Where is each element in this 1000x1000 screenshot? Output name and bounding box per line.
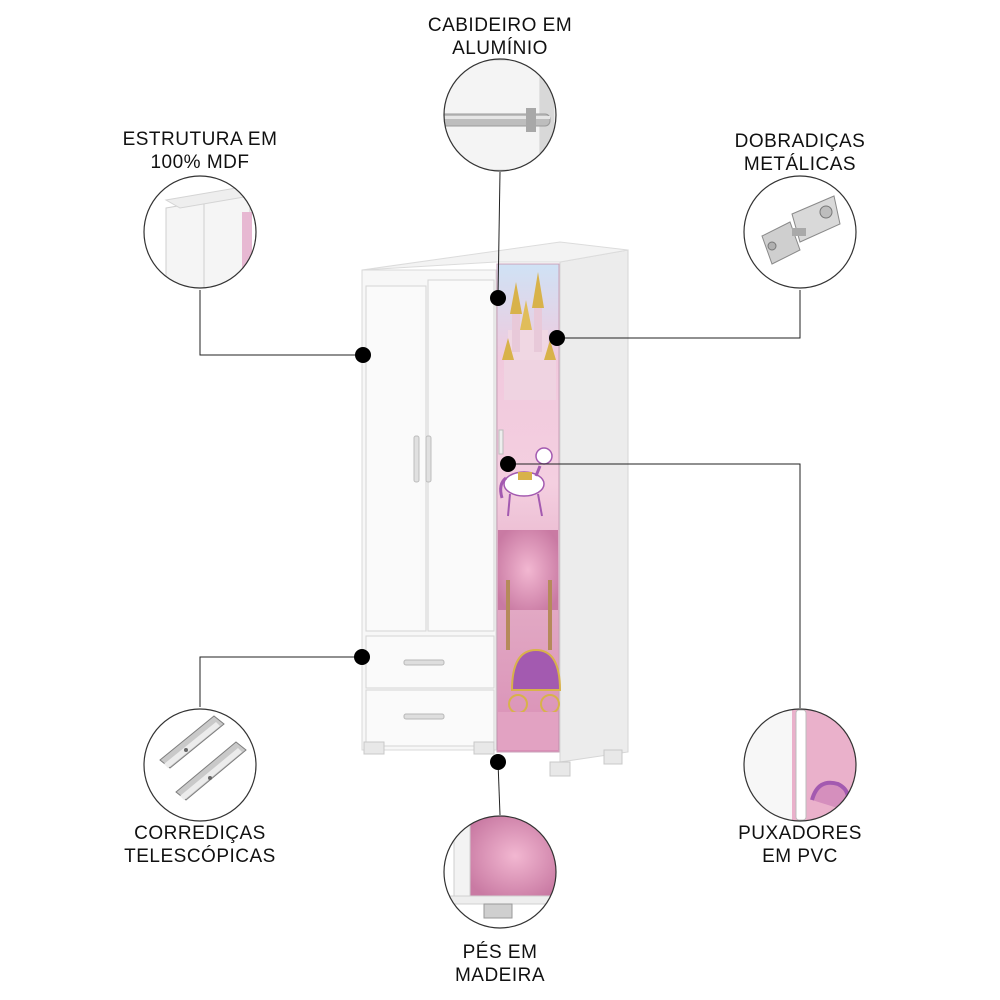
label-structure-line1: ESTRUTURA EM: [122, 129, 278, 150]
label-slides-line1: CORREDIÇAS: [134, 823, 266, 844]
wood-foot-icon: [443, 815, 557, 929]
label-structure-line2: 100% MDF: [150, 152, 250, 173]
leader-handles: [508, 463, 801, 708]
leader-feet: [497, 761, 501, 816]
dot-feet: [490, 754, 506, 770]
label-feet-line1: PÉS EM: [462, 942, 538, 963]
label-handles-line2: EM PVC: [762, 846, 838, 867]
castle-illustration: [502, 272, 556, 400]
flower-trees: [498, 530, 558, 650]
dot-slides: [354, 649, 370, 665]
dot-handles: [500, 456, 516, 472]
label-feet-line2: MADEIRA: [454, 965, 546, 986]
label-slides-line2: TELESCÓPICAS: [124, 846, 276, 867]
label-handles-line1: PUXADORES: [738, 823, 862, 844]
dot-structure: [355, 347, 371, 363]
leader-slides: [199, 656, 362, 707]
dot-hinges: [549, 330, 565, 346]
foot-front-left: [363, 741, 385, 755]
foot-front-mid: [473, 741, 495, 755]
hanger-rod-icon: [443, 58, 557, 172]
label-handles: PUXADORES EM PVC: [700, 822, 900, 868]
leader-hinges: [557, 290, 801, 339]
label-hanger: CABIDEIRO EM ALUMÍNIO: [400, 14, 600, 60]
hinge-icon: [743, 175, 857, 289]
mural-door[interactable]: [496, 263, 562, 753]
drawer-handle-top[interactable]: [403, 659, 445, 666]
foot-front-right: [549, 761, 571, 777]
mural-door-handle[interactable]: [498, 429, 504, 455]
drawer-slide-icon: [143, 708, 257, 822]
wardrobe: [361, 241, 629, 777]
label-structure: ESTRUTURA EM 100% MDF: [100, 128, 300, 174]
wardrobe-top: [361, 241, 629, 271]
label-hanger-line2: ALUMÍNIO: [452, 38, 548, 59]
wardrobe-side: [559, 249, 629, 763]
mdf-panel-icon: [143, 175, 257, 289]
middle-door[interactable]: [427, 279, 495, 632]
callout-dots: [354, 290, 565, 770]
leader-lines: [199, 171, 801, 816]
handle-icon: [743, 708, 857, 822]
dot-hanger: [490, 290, 506, 306]
leader-structure: [199, 290, 363, 356]
label-hanger-line1: CABIDEIRO EM: [427, 15, 573, 36]
label-feet: PÉS EM MADEIRA: [400, 941, 600, 987]
label-hinges: DOBRADIÇAS METÁLICAS: [700, 130, 900, 176]
label-slides: CORREDIÇAS TELESCÓPICAS: [100, 822, 300, 868]
label-hinges-line2: METÁLICAS: [743, 154, 857, 175]
door-handle-left[interactable]: [413, 435, 420, 483]
foot-back-right: [603, 749, 623, 765]
drawer-handle-bottom[interactable]: [403, 713, 445, 720]
door-handle-right[interactable]: [425, 435, 432, 483]
label-hinges-line1: DOBRADIÇAS: [734, 131, 866, 152]
leader-hanger: [497, 171, 501, 299]
